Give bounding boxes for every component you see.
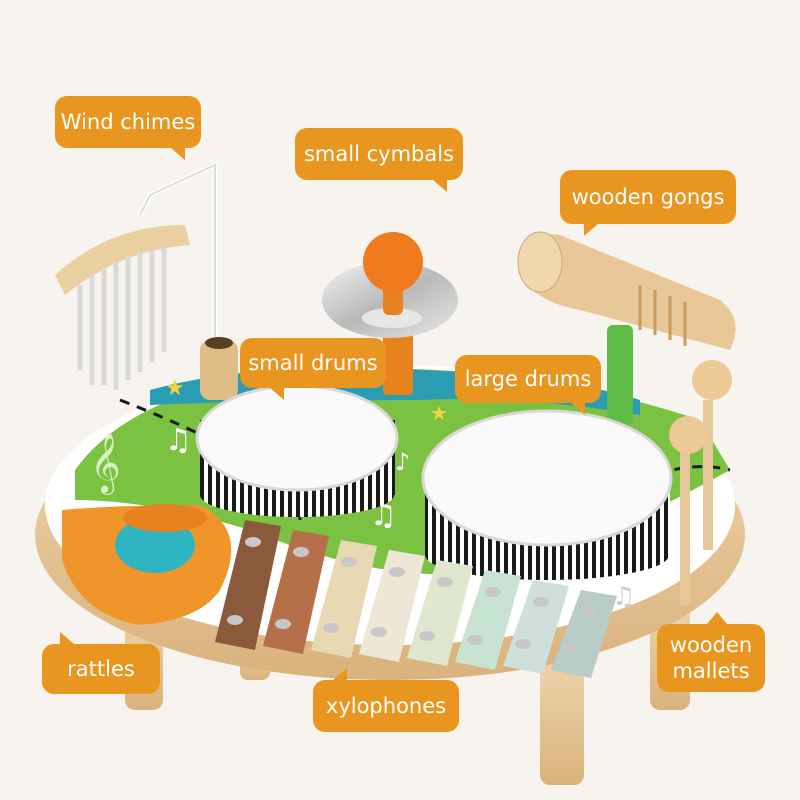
key-screw xyxy=(437,577,453,587)
key-screw xyxy=(533,597,549,607)
wind-chimes-label-text: Wind chimes xyxy=(60,109,196,134)
large-drums-label: large drums xyxy=(455,355,601,415)
rattles-label-text: rattles xyxy=(67,656,135,681)
key-screw xyxy=(245,537,261,547)
wind-chimes xyxy=(55,161,238,400)
xylophone-key xyxy=(551,590,617,678)
music-note-icon: ♪ xyxy=(395,448,410,476)
key-screw xyxy=(485,587,501,597)
small-drum xyxy=(195,384,399,517)
key-screw xyxy=(467,635,483,645)
small-cymbals xyxy=(322,232,458,395)
small-cymbals-label-text: small cymbals xyxy=(303,141,454,166)
key-screw xyxy=(515,639,531,649)
key-screw xyxy=(581,607,597,617)
key-screw xyxy=(275,619,291,629)
key-screw xyxy=(563,643,579,653)
wind-chimes-label: Wind chimes xyxy=(55,96,201,160)
xylophones-label-text: xylophones xyxy=(325,693,447,718)
small-drums-label: small drums xyxy=(240,338,386,400)
star-icon: ★ xyxy=(430,401,448,425)
wooden-mallets-label-line2: mallets xyxy=(672,659,750,683)
wooden-mallets xyxy=(669,360,732,605)
key-screw xyxy=(341,557,357,567)
wooden-gongs xyxy=(517,231,736,425)
key-screw xyxy=(227,615,243,625)
key-screw xyxy=(371,627,387,637)
xylophone-key xyxy=(455,570,521,670)
rattles-label: rattles xyxy=(42,632,160,694)
music-note-icon: ♫ xyxy=(165,423,192,458)
small-cymbals-label: small cymbals xyxy=(295,128,463,192)
large-drums-label-text: large drums xyxy=(464,366,592,391)
key-screw xyxy=(419,631,435,641)
rattle-castanet xyxy=(115,504,207,573)
xylophone-key xyxy=(503,580,569,674)
xylophones-label: xylophones xyxy=(313,668,459,732)
small-drums-label-text: small drums xyxy=(248,350,378,375)
key-screw xyxy=(323,623,339,633)
wooden-gongs-label: wooden gongs xyxy=(560,170,736,236)
star-icon: ★ xyxy=(165,376,185,401)
wooden-mallets-label-line1: wooden xyxy=(669,632,753,657)
wooden-mallets-label: wooden mallets xyxy=(657,612,765,692)
music-note-icon: ♫ xyxy=(612,582,635,612)
key-screw xyxy=(293,547,309,557)
treble-clef-icon: 𝄞 xyxy=(90,433,121,495)
key-screw xyxy=(389,567,405,577)
wooden-gongs-label-text: wooden gongs xyxy=(571,184,725,209)
xylophone xyxy=(215,520,617,678)
large-drum xyxy=(421,409,673,580)
